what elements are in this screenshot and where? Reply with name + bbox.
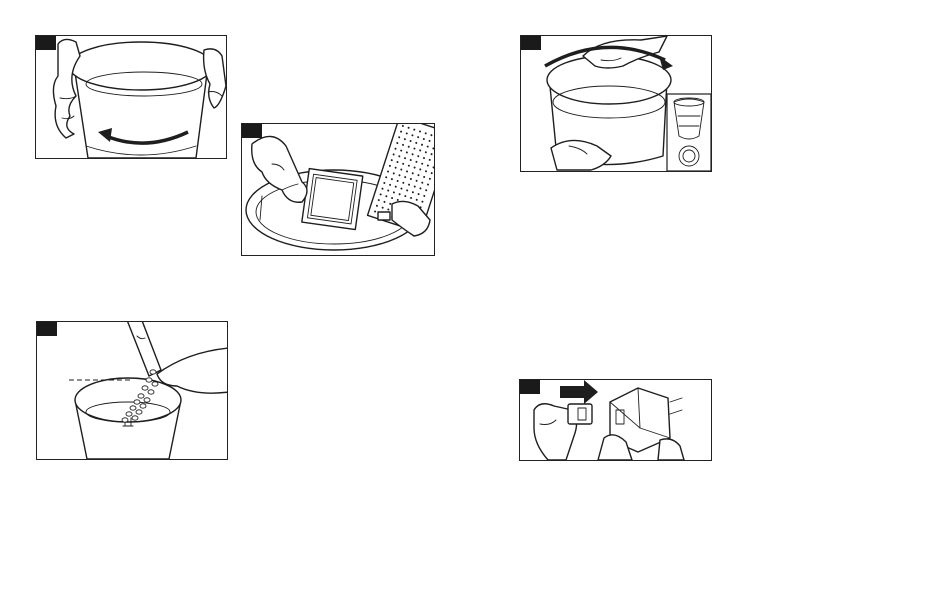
rotate-arrow-icon <box>661 56 662 57</box>
step-badge <box>242 124 262 138</box>
add-pellets-illustration <box>37 322 227 459</box>
illustration-panel-replace-filter-bag <box>241 123 435 256</box>
illustration-panel-plug-adapter <box>519 379 712 461</box>
step-badge <box>37 322 57 336</box>
replace-filter-bag-illustration <box>242 124 434 255</box>
arrow-right-icon <box>560 384 561 385</box>
illustration-panel-rotate-lid <box>520 35 712 172</box>
step-badge <box>36 36 56 50</box>
step-badge <box>520 380 540 394</box>
plug-adapter-illustration <box>520 380 711 460</box>
illustration-panel-add-pellets <box>36 321 228 460</box>
illustration-panel-rotate-bucket <box>35 35 227 159</box>
step-badge <box>521 36 541 50</box>
rotate-bucket-illustration <box>36 36 226 158</box>
rotate-arrow-icon <box>96 126 97 127</box>
rotate-lid-illustration <box>521 36 711 171</box>
